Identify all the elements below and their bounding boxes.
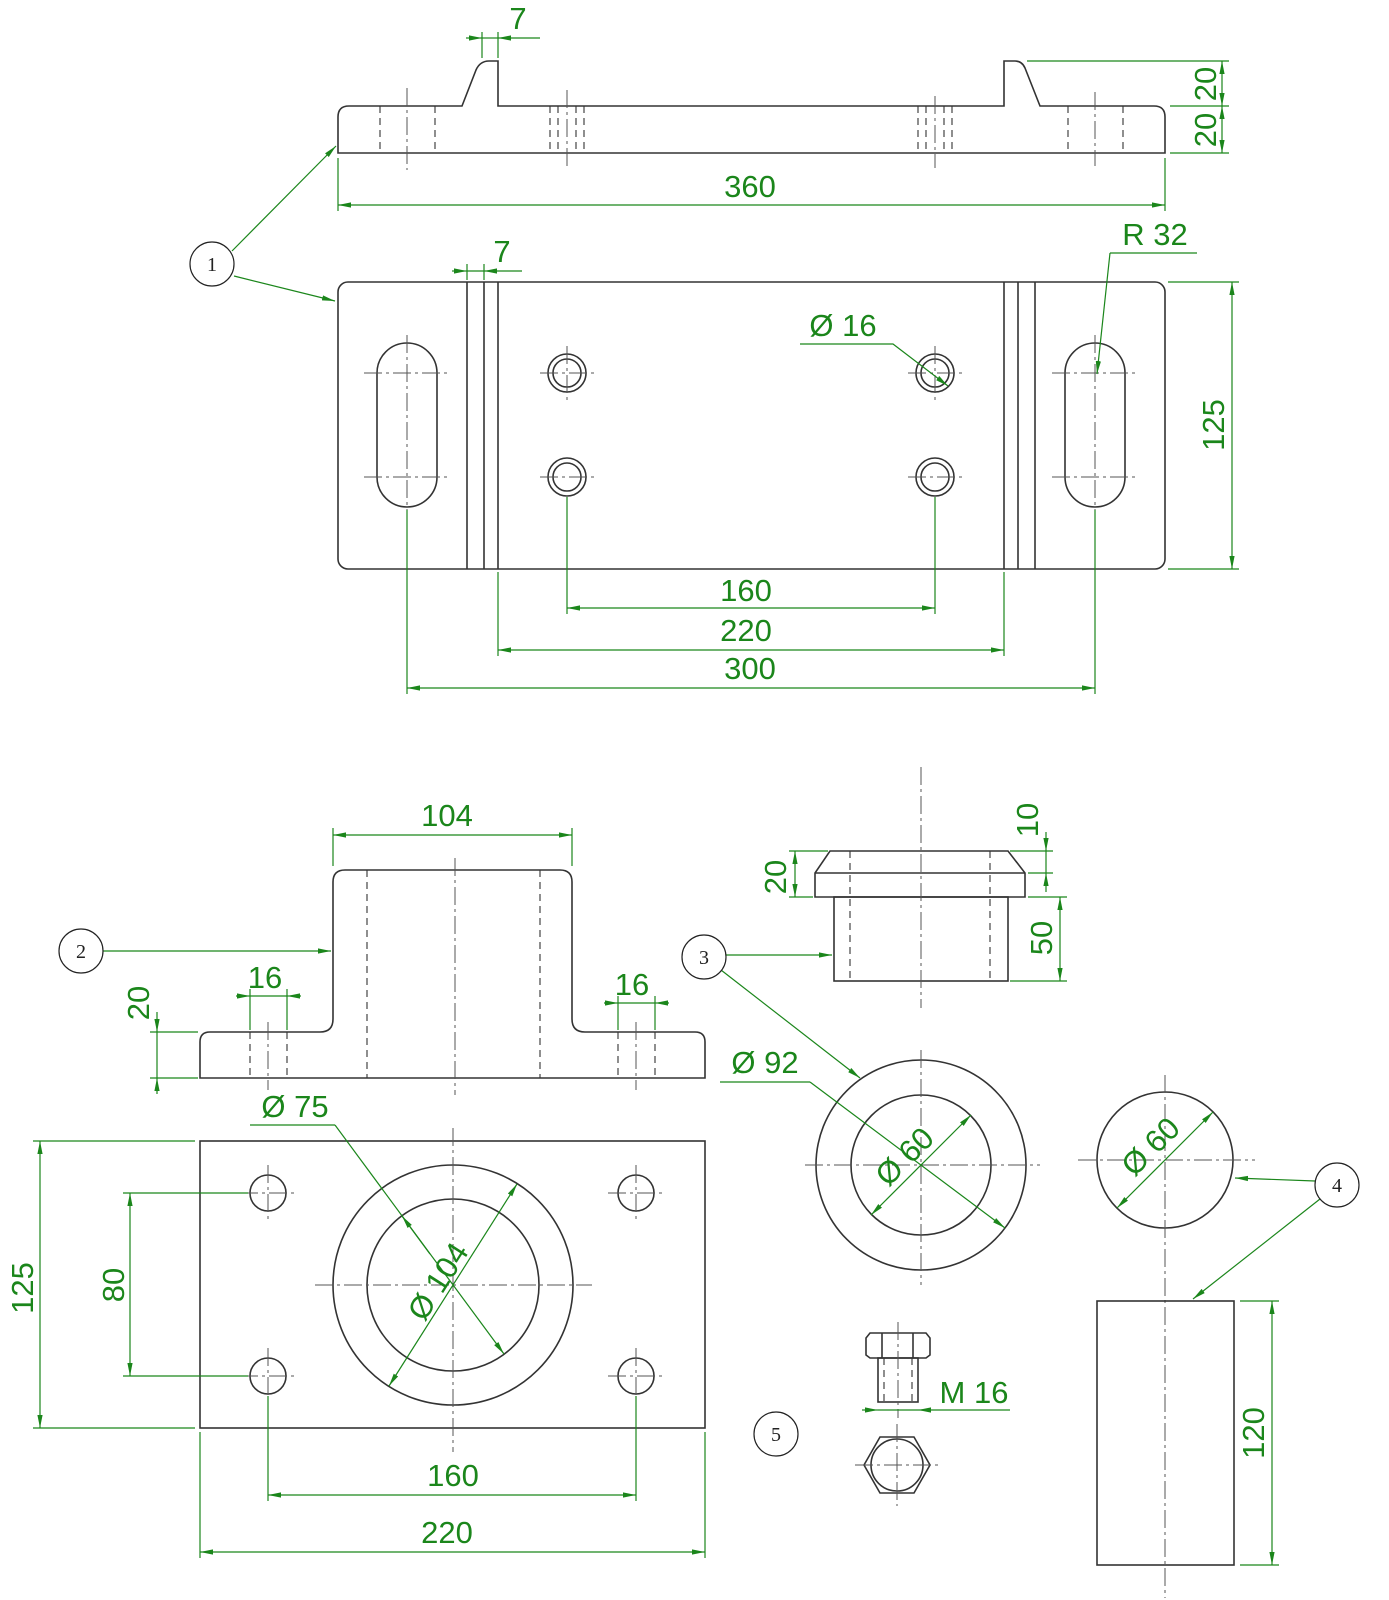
dimension-text: 120 [1236,1407,1271,1459]
dimension-text: 20 [121,986,156,1020]
dimension-width: 125 [1168,281,1239,570]
dimension-slot-radius: R 32 [1095,217,1197,375]
dimension-text: 50 [1024,921,1059,955]
center-lines [406,88,1096,170]
dimension-hole-spacing: 160 [566,497,936,614]
dimension-text: 7 [493,234,510,269]
balloon-5: 5 [753,1411,799,1457]
dimension-text: Ø 60 [1114,1110,1186,1182]
dimension-text: 20 [1188,67,1223,101]
dimension-bore-diameter: Ø 75 [250,1089,505,1355]
hidden-lines [379,106,1124,153]
balloon-4: 4 [1192,1162,1360,1300]
dimension-hole-width-left: 16 [236,960,301,1030]
balloon-number: 5 [771,1424,781,1446]
dimension-chamfer-height: 10 [1010,803,1053,892]
balloon-3: 3 [681,934,861,1079]
part1-elevation: 7 360 20 20 [337,1,1229,211]
balloon-circle [1314,1162,1360,1208]
dimension-text: 7 [509,1,526,36]
part4-side-outline [1096,1300,1235,1566]
dimension-text: 16 [248,960,282,995]
dimension-rib-width-top: 7 [466,1,540,58]
dimension-length: 120 [1236,1300,1279,1566]
dimension-text: 104 [421,798,473,833]
part3-plan: Ø 92 Ø 60 [720,1045,1040,1285]
dimension-width: 125 [5,1140,195,1429]
balloon-number: 4 [1332,1175,1342,1197]
dimension-text: M 16 [940,1375,1009,1410]
dimension-diameter: Ø 60 [1114,1110,1214,1209]
dimension-hole-pitch-vertical: 80 [96,1192,248,1377]
dimension-text: 20 [1188,113,1223,147]
dimension-length: 220 [199,1432,706,1558]
part2-elevation: 104 16 16 20 [121,798,706,1095]
part1-plan-outline [337,281,1166,570]
part1-plan: Ø 16 R 32 7 125 160 [337,217,1239,694]
balloon-circle [189,241,235,287]
dimension-text: 10 [1010,803,1045,837]
dimension-hole-width-right: 16 [604,967,669,1030]
leader-line [233,275,336,302]
dimension-rib-width-plan: 7 [452,234,522,280]
dimension-text: R 32 [1122,217,1187,252]
dimension-slot-spacing: 300 [406,510,1096,694]
bolt-head [865,1332,931,1359]
dimension-line [1116,1111,1214,1209]
leader-line [800,343,949,387]
balloon-number: 3 [699,947,709,969]
dimension-cap-height: 20 [758,850,828,898]
balloon-circle [753,1411,799,1457]
dimension-text: Ø 92 [731,1045,798,1080]
leader-line [401,1215,431,1255]
balloon-1: 1 [189,145,337,302]
leader-line [1234,1175,1316,1182]
leader-line [231,145,337,252]
dimension-text: Ø 75 [261,1089,328,1124]
leader-line [1192,1198,1321,1300]
balloon-circle [58,928,104,974]
part5-bolt: M 16 [855,1322,1010,1506]
dimension-text: 220 [720,613,772,648]
dimension-text: 125 [5,1262,40,1314]
part4: Ø 60 120 [1078,1075,1279,1598]
dimension-boss-width: 104 [332,798,573,866]
holes [540,346,962,497]
leader-line [1095,252,1111,375]
dimension-text: 80 [96,1268,131,1302]
part3-cap-outline [814,850,1026,898]
dimension-text: 220 [421,1515,473,1550]
dimension-length: 360 [337,158,1166,211]
leader-line [720,969,861,1079]
dimension-text: 360 [724,169,776,204]
dimension-body-height: 50 [1010,896,1067,982]
dimension-text: 160 [427,1458,479,1493]
dimension-flange-thickness: 20 [121,986,198,1094]
balloon-circle [681,934,727,980]
part1-elevation-outline [337,60,1166,154]
dimension-text: Ø 104 [401,1236,476,1326]
dimension-text: 20 [758,860,793,894]
dimension-text: Ø 16 [809,308,876,343]
dimension-hole-diameter: Ø 16 [800,308,949,387]
dimension-text: 160 [720,573,772,608]
part2-plan: Ø 104 Ø 75 125 80 160 [5,1089,706,1558]
dimension-heights: 20 20 [1027,60,1229,154]
part3-elevation: 20 10 50 [758,767,1067,1008]
dimension-text: 16 [615,967,649,1002]
dimension-text: 125 [1196,399,1231,451]
part3-body-outline [833,896,1009,982]
dimension-hole-pitch-horizontal: 160 [267,1396,637,1501]
balloon-number: 2 [76,941,86,963]
balloon-number: 1 [207,254,217,276]
part2-elevation-outline [199,869,706,1079]
holes [240,1165,664,1404]
balloon-2: 2 [58,928,331,974]
dimension-text: 300 [724,651,776,686]
dimension-rib-spacing: 220 [497,572,1005,656]
dimension-thread: M 16 [862,1375,1010,1413]
dimension-outer-diameter: Ø 92 [720,1045,1006,1229]
dimension-line [870,1114,972,1216]
